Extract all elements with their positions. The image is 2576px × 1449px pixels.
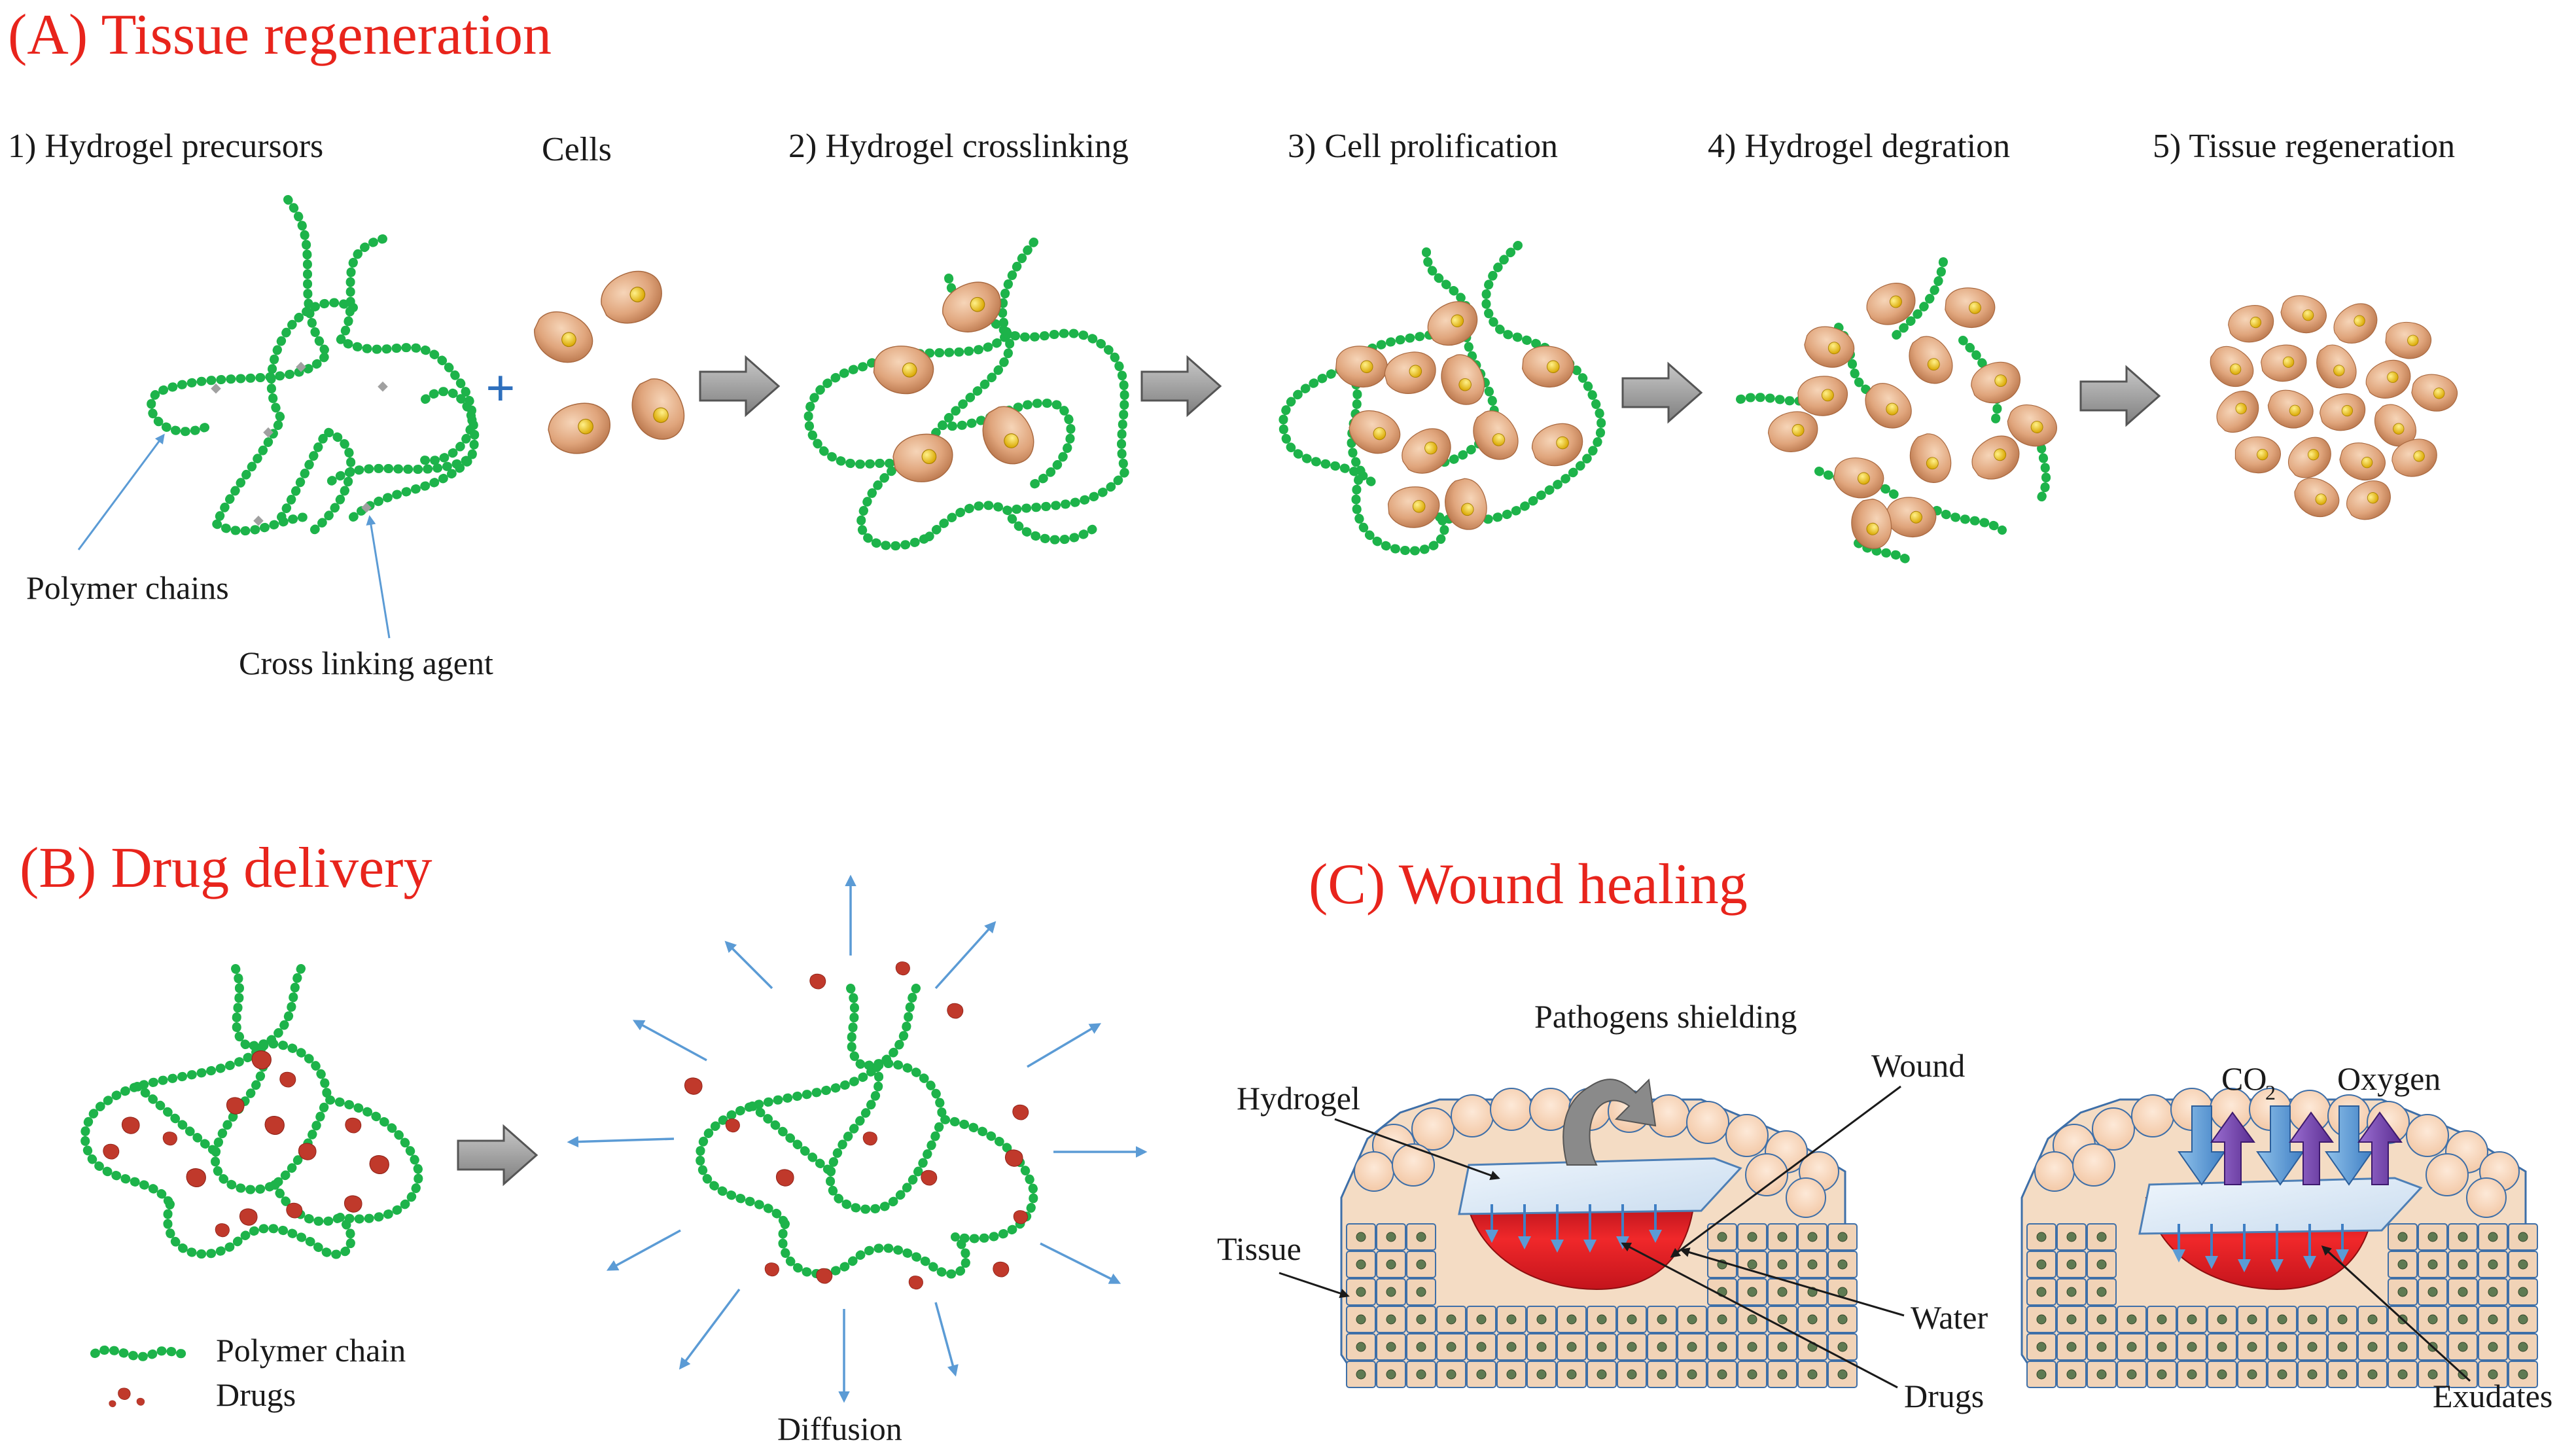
process-arrow-2 bbox=[1140, 356, 1222, 416]
process-arrow-4 bbox=[2079, 366, 2161, 426]
label-crosslinker: Cross linking agent bbox=[239, 645, 493, 681]
label-hydrogel: Hydrogel bbox=[1237, 1080, 1360, 1117]
loaded-drugs bbox=[103, 1050, 389, 1238]
crosslinked-gel-cells bbox=[870, 274, 1042, 485]
regenerated-tissue-cluster bbox=[2202, 289, 2461, 527]
tissue-block-right bbox=[2020, 1088, 2538, 1388]
step-hydrogel-degradation: 4) Hydrogel degration bbox=[1708, 128, 2010, 165]
legend-drugs-label: Drugs bbox=[216, 1376, 296, 1413]
diffusion-arrows bbox=[567, 874, 1148, 1403]
legend-drug-swatch bbox=[109, 1387, 145, 1408]
label-polymer-chains: Polymer chains bbox=[26, 569, 229, 606]
label-tissue: Tissue bbox=[1217, 1230, 1301, 1267]
pointer-drugs-wound bbox=[1621, 1242, 1898, 1389]
step-hydrogel-crosslinking: 2) Hydrogel crosslinking bbox=[788, 128, 1129, 165]
label-co2: CO 2 bbox=[2221, 1060, 2276, 1104]
section-a-title: (A) Tissue regeneration bbox=[8, 3, 552, 67]
process-arrow-1 bbox=[699, 356, 780, 416]
proliferation-gel-network bbox=[1279, 241, 1606, 556]
step-cells: Cells bbox=[542, 131, 612, 168]
tissue-block-left bbox=[1340, 1078, 1858, 1388]
wound-left bbox=[1464, 1197, 1696, 1291]
co2-arrow-3 bbox=[2325, 1105, 2373, 1186]
drug-release-gel bbox=[695, 984, 1039, 1279]
plus-sign: + bbox=[485, 360, 516, 418]
section-b-title: (B) Drug delivery bbox=[20, 836, 432, 900]
step-cell-proliferation: 3) Cell prolification bbox=[1288, 128, 1558, 165]
exudate-arrows-right bbox=[2172, 1224, 2349, 1272]
label-drugs-wound: Drugs bbox=[1904, 1378, 1984, 1414]
legend-polymer-swatch bbox=[90, 1345, 188, 1361]
label-co2-base: CO bbox=[2221, 1060, 2267, 1097]
hydrogel-slab-right bbox=[2138, 1177, 2423, 1235]
water-drug-arrows-left bbox=[1485, 1204, 1662, 1253]
pathogen-deflect-arrow bbox=[1562, 1078, 1657, 1166]
gas-exchange-arrows bbox=[2178, 1105, 2403, 1186]
pointer-hydrogel bbox=[1334, 1118, 1500, 1180]
precursor-polymer-chains bbox=[147, 195, 480, 536]
loose-cells bbox=[525, 263, 692, 459]
label-exudates: Exudates bbox=[2433, 1378, 2552, 1414]
o2-arrow-2 bbox=[2289, 1111, 2334, 1185]
label-co2-subscript: 2 bbox=[2265, 1081, 2276, 1104]
pointer-exudates bbox=[2321, 1245, 2471, 1382]
release-arrow bbox=[457, 1125, 538, 1185]
label-diffusion: Diffusion bbox=[777, 1410, 902, 1447]
section-c-title: (C) Wound healing bbox=[1309, 853, 1748, 916]
proliferation-cells bbox=[1332, 294, 1589, 534]
section-drug-delivery: (B) Drug delivery bbox=[20, 836, 1148, 1447]
o2-arrow-1 bbox=[2210, 1111, 2255, 1185]
crosslinking-agent-dots bbox=[211, 361, 388, 526]
label-pathogens-shielding: Pathogens shielding bbox=[1534, 998, 1797, 1035]
pointer-wound bbox=[1670, 1085, 1901, 1258]
pointer-tissue bbox=[1279, 1272, 1350, 1298]
co2-arrow-2 bbox=[2256, 1105, 2304, 1186]
pointer-water bbox=[1680, 1247, 1905, 1317]
pointer-polymer-chains bbox=[77, 433, 165, 550]
tissue-front-grid-right bbox=[2026, 1223, 2538, 1388]
o2-arrow-3 bbox=[2357, 1111, 2403, 1185]
step-tissue-regeneration: 5) Tissue regeneration bbox=[2153, 128, 2455, 165]
tissue-front-grid bbox=[1346, 1223, 1858, 1388]
process-arrow-3 bbox=[1621, 363, 1703, 423]
co2-arrow-1 bbox=[2178, 1105, 2226, 1186]
label-oxygen: Oxygen bbox=[2337, 1060, 2441, 1097]
label-water: Water bbox=[1911, 1299, 1988, 1336]
label-wound: Wound bbox=[1871, 1047, 1965, 1084]
hydrogel-slab-left bbox=[1458, 1157, 1742, 1215]
section-wound-healing: (C) Wound healing bbox=[1217, 853, 2552, 1414]
step-hydrogel-precursors: 1) Hydrogel precursors bbox=[8, 128, 323, 165]
legend: Polymer chain Drugs bbox=[90, 1332, 406, 1413]
drug-loaded-gel bbox=[80, 964, 424, 1259]
section-tissue-regeneration: (A) Tissue regeneration 1) Hydrogel prec… bbox=[8, 3, 2461, 681]
legend-polymer-label: Polymer chain bbox=[216, 1332, 406, 1368]
pointer-crosslinker bbox=[366, 515, 391, 639]
